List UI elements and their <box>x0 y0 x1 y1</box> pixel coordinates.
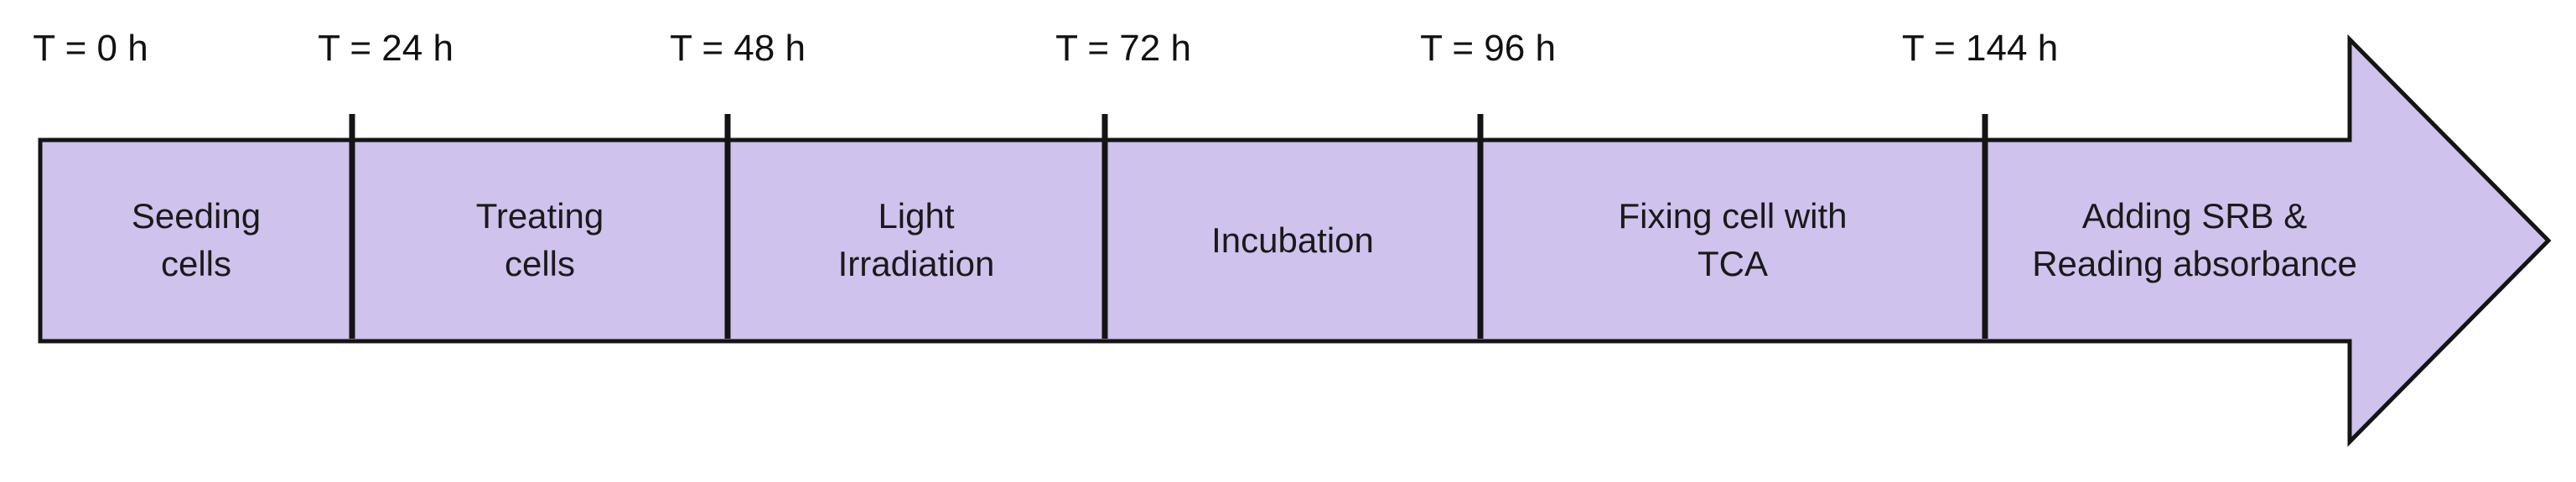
stage-label: Incubation <box>1211 220 1374 260</box>
stage-fixing-cell-tca: Fixing cell with TCA <box>1480 140 1985 341</box>
time-label-72h: T = 72 h <box>1055 28 1191 69</box>
stage-incubation: Incubation <box>1105 140 1480 341</box>
stage-light-irradiation: Light Irradiation <box>728 140 1105 341</box>
stage-seeding-cells: Seeding cells <box>40 140 352 341</box>
time-label-0h: T = 0 h <box>33 28 148 69</box>
time-label-24h: T = 24 h <box>318 28 454 69</box>
time-label-144h: T = 144 h <box>1901 28 2059 69</box>
stage-label: Fixing cell with TCA <box>1618 196 1848 283</box>
stage-label: Treating cells <box>475 196 604 283</box>
arrow-body <box>38 34 2552 448</box>
time-label-48h: T = 48 h <box>670 28 806 69</box>
stage-label: Seeding cells <box>131 196 262 283</box>
stage-label: Adding SRB & Reading absorbance <box>2032 196 2357 283</box>
time-label-96h: T = 96 h <box>1420 28 1556 69</box>
stage-label: Light Irradiation <box>837 196 995 283</box>
stage-treating-cells: Treating cells <box>352 140 728 341</box>
stage-adding-srb-reading-absorbance: Adding SRB & Reading absorbance <box>1985 140 2404 341</box>
